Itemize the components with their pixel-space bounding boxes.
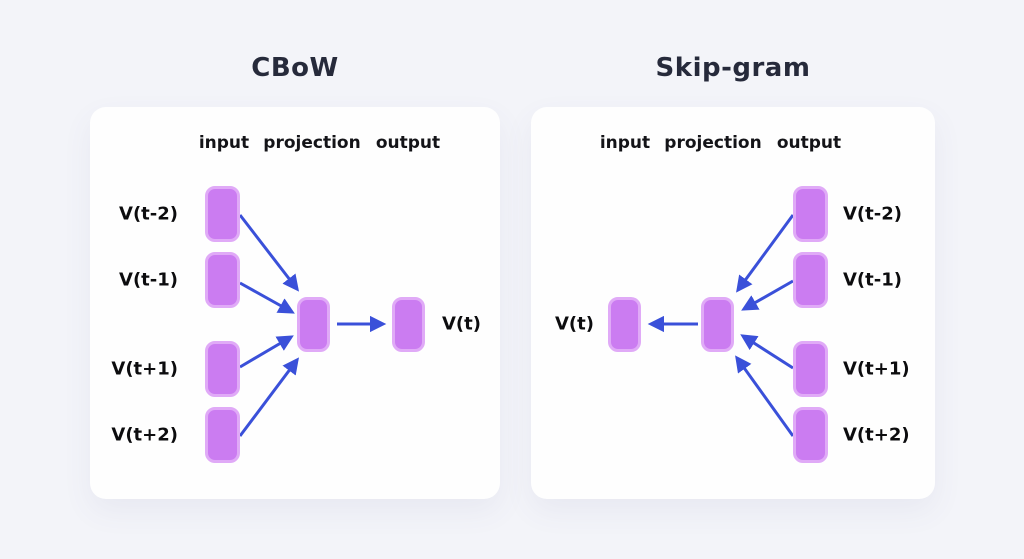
cbow-header-output: output — [375, 133, 441, 153]
cbow-projection-box — [297, 297, 330, 352]
skipgram-output-box-vt-minus-2 — [793, 186, 828, 242]
arrow-vt-plus-1-to-projection — [740, 334, 794, 370]
cbow-label-vt-plus-1: V(t+1) — [111, 358, 178, 380]
skipgram-output-box-vt-plus-1 — [793, 341, 828, 397]
cbow-header-input: input — [198, 133, 250, 153]
skipgram-label-vt-minus-1: V(t-1) — [843, 269, 902, 291]
arrow-vt-plus-2-to-projection — [238, 357, 299, 437]
skipgram-label-vt-plus-2: V(t+2) — [843, 424, 910, 446]
arrow-vt-minus-1-to-projection — [741, 279, 794, 311]
cbow-input-box-vt-plus-2 — [205, 407, 240, 463]
skipgram-output-box-vt-plus-2 — [793, 407, 828, 463]
arrow-vt-minus-2-to-projection — [736, 214, 795, 293]
cbow-label-vt-plus-2: V(t+2) — [111, 424, 178, 446]
skipgram-panel: input projection output V(t) V(t-2) V(t-… — [531, 107, 935, 499]
skipgram-projection-box — [701, 297, 734, 352]
cbow-input-box-vt-plus-1 — [205, 341, 240, 397]
skipgram-title: Skip-gram — [655, 53, 811, 83]
skipgram-center-word-label: V(t) — [555, 313, 594, 335]
skipgram-label-vt-plus-1: V(t+1) — [843, 358, 910, 380]
skipgram-label-vt-minus-2: V(t-2) — [843, 203, 902, 225]
arrow-vt-plus-2-to-projection — [735, 355, 795, 437]
cbow-center-word-label: V(t) — [442, 313, 481, 335]
cbow-title: CBoW — [251, 53, 339, 83]
arrow-vt-plus-1-to-projection — [239, 335, 294, 369]
cbow-label-vt-minus-2: V(t-2) — [119, 203, 178, 225]
skipgram-input-box — [608, 297, 641, 352]
cbow-panel: input projection output V(t-2) V(t-1) V(… — [90, 107, 500, 499]
cbow-header-projection: projection — [263, 133, 361, 153]
arrow-vt-minus-1-to-projection — [239, 281, 295, 314]
cbow-input-box-vt-minus-2 — [205, 186, 240, 242]
cbow-input-box-vt-minus-1 — [205, 252, 240, 308]
cbow-output-box — [392, 297, 425, 352]
skipgram-header-output: output — [776, 133, 842, 153]
skipgram-header-input: input — [599, 133, 651, 153]
cbow-label-vt-minus-1: V(t-1) — [119, 269, 178, 291]
skipgram-output-box-vt-minus-1 — [793, 252, 828, 308]
skipgram-header-projection: projection — [664, 133, 762, 153]
arrow-vt-minus-2-to-projection — [238, 214, 300, 292]
